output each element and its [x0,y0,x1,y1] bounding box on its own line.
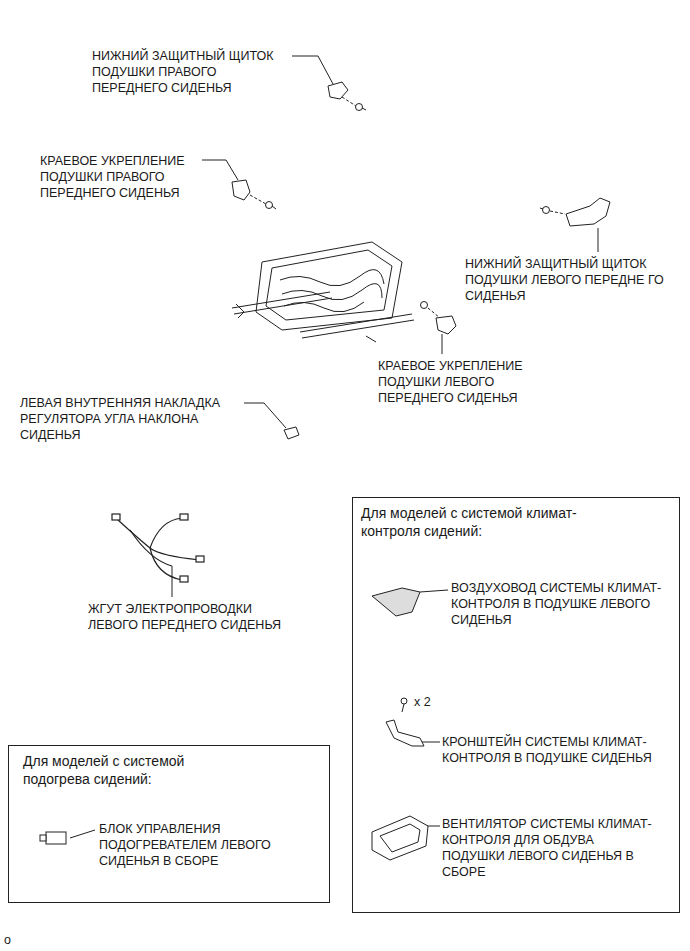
leader-line [292,56,333,84]
leader-line [202,160,238,180]
part-name: ВЕНТИЛЯТОР СИСТЕМЫ КЛИМАТ-КОНТРОЛЯ ДЛЯ О… [442,816,652,880]
part-name: НИЖНИЙ ЗАЩИТНЫЙ ЩИТОК ПОДУШКИ ЛЕВОГО ПЕР… [465,256,670,304]
reinforcement-part [421,302,457,335]
seat-frame [232,242,414,342]
recliner-cover [284,427,299,439]
panel-heading: Для моделей с системой климат- контроля … [361,504,631,540]
variant-panel: Для моделей с системой подогрева сидений… [8,745,330,903]
leader-line [420,742,440,743]
part-name: НИЖНИЙ ЗАЩИТНЫЙ ЩИТОК ПОДУШКИ ПРАВОГО ПЕ… [92,48,292,96]
wire-harness [112,514,204,582]
leader-line [244,403,286,428]
part-name: КРАЕВОЕ УКРЕПЛЕНИЕ ПОДУШКИ ПРАВОГО ПЕРЕД… [40,153,205,201]
part-name: КРОНШТЕЙН СИСТЕМЫ КЛИМАТ-КОНТРОЛЯ В ПОДУ… [442,734,667,766]
page-mark: o [4,932,24,948]
control-unit [40,832,66,844]
reinforcement-part [232,180,276,209]
part-name: ЛЕВАЯ ВНУТРЕННЯЯ НАКЛАДКА РЕГУЛЯТОРА УГЛ… [20,395,245,443]
shield-part [540,198,610,226]
part-name: ЖГУТ ЭЛЕКТРОПРОВОДКИ ЛЕВОГО ПЕРЕДНЕГО СИ… [88,601,288,633]
quantity-mark: x 2 [414,694,454,710]
screw-symbol [401,698,407,712]
part-name: КРАЕВОЕ УКРЕПЛЕНИЕ ПОДУШКИ ЛЕВОГО ПЕРЕДН… [378,358,553,406]
panel-heading: Для моделей с системой подогрева сидений… [23,752,243,788]
variant-panel: Для моделей с системой климат- контроля … [352,497,680,913]
shield-part [328,82,366,111]
leader-line [172,566,173,597]
fan-part [372,816,428,860]
leader-line [70,830,95,838]
part-name: БЛОК УПРАВЛЕНИЯ ПОДОГРЕВАТЕЛЕМ ЛЕВОГО СИ… [99,821,309,869]
air-duct [372,588,420,616]
leader-line [442,334,443,354]
part-name: ВОЗДУХОВОД СИСТЕМЫ КЛИМАТ-КОНТРОЛЯ В ПОД… [451,580,671,628]
leader-line [420,590,448,592]
leader-line [598,228,599,252]
bracket-part [386,720,424,746]
